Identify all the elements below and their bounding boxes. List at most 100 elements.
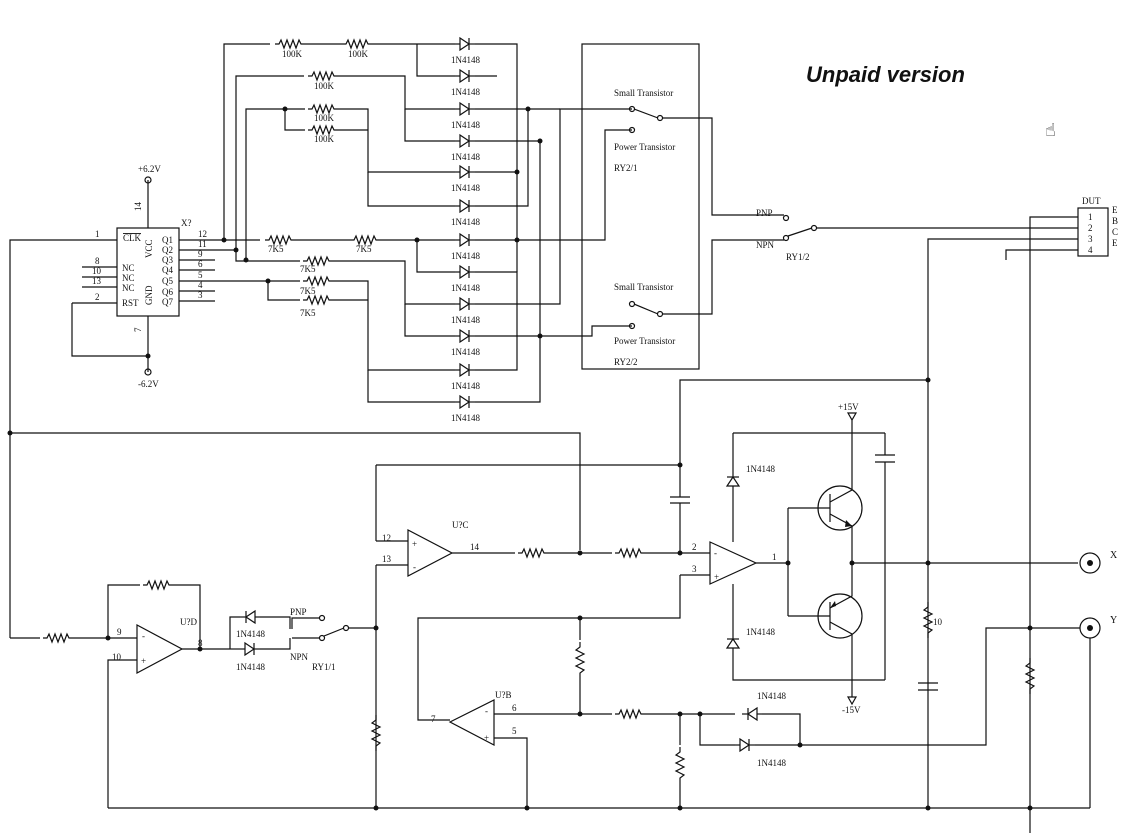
relay-ry11: 1N4148 1N4148 PNP NPN RY1/1 [229, 607, 376, 672]
svg-text:1N4148: 1N4148 [451, 120, 480, 130]
svg-text:2: 2 [1088, 223, 1093, 233]
svg-text:3: 3 [1088, 234, 1093, 244]
ry12-label: RY1/2 [786, 252, 810, 262]
output-stage: +15V 1N4148 1N4148 -15V [726, 377, 1078, 715]
opamp-ub: U?B - + 7 6 5 1N4148 1N4148 [431, 615, 806, 808]
svg-text:1: 1 [772, 552, 777, 562]
svg-text:-: - [142, 631, 145, 641]
svg-text:7K5: 7K5 [300, 308, 316, 318]
power-transistor-label-2: Power Transistor [614, 336, 675, 346]
svg-text:-: - [413, 562, 416, 572]
relay-ry2: Small Transistor Power Transistor RY2/1 … [581, 43, 784, 370]
svg-text:1N4148: 1N4148 [451, 251, 480, 261]
svg-text:2: 2 [95, 292, 100, 302]
ic-q7: Q7 [162, 297, 173, 307]
svg-text:1N4148: 1N4148 [451, 217, 480, 227]
svg-text:100K: 100K [282, 49, 303, 59]
ic-nc-label-1: NC [122, 263, 135, 273]
svg-text:12: 12 [198, 229, 207, 239]
svg-text:E: E [1112, 238, 1118, 248]
svg-text:7K5: 7K5 [300, 264, 316, 274]
ub-label: U?B [495, 690, 512, 700]
svg-text:1N4148: 1N4148 [451, 152, 480, 162]
power-transistor-label-1: Power Transistor [614, 142, 675, 152]
svg-text:12: 12 [382, 533, 391, 543]
svg-text:PNP: PNP [756, 208, 773, 218]
ic-q4: Q4 [162, 265, 173, 275]
svg-text:B: B [1112, 216, 1118, 226]
output-terminals: X Y [806, 550, 1118, 808]
svg-text:C: C [1112, 227, 1118, 237]
svg-text:-: - [485, 706, 488, 716]
svg-text:100K: 100K [314, 113, 335, 123]
ic-nc-label-3: NC [122, 283, 135, 293]
svg-text:1N4148: 1N4148 [236, 629, 265, 639]
svg-text:+: + [714, 572, 719, 582]
small-transistor-label-2: Small Transistor [614, 282, 673, 292]
ic-q3: Q3 [162, 255, 173, 265]
feedback-capacitor [670, 465, 690, 556]
svg-text:1N4148: 1N4148 [757, 691, 786, 701]
ic-vcc-label: VCC [144, 239, 154, 258]
hand-cursor-icon: ☝ [1045, 120, 1056, 141]
svg-text:+: + [484, 733, 489, 743]
small-transistor-label-1: Small Transistor [614, 88, 673, 98]
svg-text:1N4148: 1N4148 [451, 381, 480, 391]
svg-text:8: 8 [95, 256, 100, 266]
r10-c10: 10 [918, 601, 943, 691]
vplus-label: +6.2V [138, 164, 161, 174]
ry21-label: RY2/1 [614, 163, 638, 173]
opamp-ud: U?D - + 9 10 8 [10, 580, 230, 808]
svg-text:E: E [1112, 205, 1118, 215]
svg-text:6: 6 [198, 259, 203, 269]
svg-text:1N4148: 1N4148 [451, 315, 480, 325]
ic-q6: Q6 [162, 287, 173, 297]
svg-text:1N4148: 1N4148 [451, 413, 480, 423]
ic-clk-label: CLK [123, 233, 142, 243]
dut-connector: DUT 1 2 3 4 E B C E [927, 196, 1118, 833]
svg-text:1: 1 [95, 229, 100, 239]
svg-text:13: 13 [382, 554, 392, 564]
opamp-uc: U?C + - 12 13 14 [371, 379, 928, 808]
svg-text:13: 13 [92, 276, 102, 286]
svg-text:+: + [141, 656, 146, 666]
ic-q2: Q2 [162, 245, 173, 255]
svg-text:1N4148: 1N4148 [451, 347, 480, 357]
ic-gnd-label: GND [144, 285, 154, 305]
svg-text:1N4148: 1N4148 [451, 87, 480, 97]
diode-column: 1N4148 1N4148 1N4148 1N4148 1N4148 1N414… [367, 37, 632, 423]
svg-text:1N4148: 1N4148 [451, 55, 480, 65]
ic-q1: Q1 [162, 235, 173, 245]
output-x-label: X [1110, 550, 1118, 561]
svg-text:7: 7 [133, 327, 143, 332]
ic-q5: Q5 [162, 276, 173, 286]
svg-text:1N4148: 1N4148 [236, 662, 265, 672]
svg-text:14: 14 [133, 202, 143, 212]
ic-nc-label-2: NC [122, 273, 135, 283]
svg-text:3: 3 [692, 564, 697, 574]
svg-text:NPN: NPN [290, 652, 309, 662]
power-opamp: - + 2 3 1 [417, 541, 788, 721]
svg-text:5: 5 [198, 270, 203, 280]
svg-text:100K: 100K [348, 49, 369, 59]
svg-text:NPN: NPN [756, 240, 775, 250]
counter-ic: X? CLK NC NC NC RST VCC GND Q1 Q2 Q3 Q4 … [71, 164, 215, 389]
ic-rst-label: RST [122, 298, 139, 308]
svg-text:10: 10 [92, 266, 102, 276]
ic-reference: X? [181, 218, 192, 228]
svg-text:4: 4 [198, 280, 203, 290]
resistor-diode-matrix: 100K 100K 100K 100K 100K 7K5 7K5 7K5 [215, 39, 455, 371]
svg-text:PNP: PNP [290, 607, 307, 617]
svg-text:100K: 100K [314, 134, 335, 144]
svg-text:5: 5 [512, 726, 517, 736]
svg-text:1N4148: 1N4148 [746, 464, 775, 474]
svg-text:3: 3 [198, 290, 203, 300]
svg-text:1N4148: 1N4148 [451, 283, 480, 293]
ry11-label: RY1/1 [312, 662, 336, 672]
svg-text:9: 9 [198, 249, 203, 259]
svg-text:1N4148: 1N4148 [746, 627, 775, 637]
dut-label: DUT [1082, 196, 1101, 206]
svg-text:10: 10 [112, 652, 122, 662]
svg-text:4: 4 [1088, 245, 1093, 255]
